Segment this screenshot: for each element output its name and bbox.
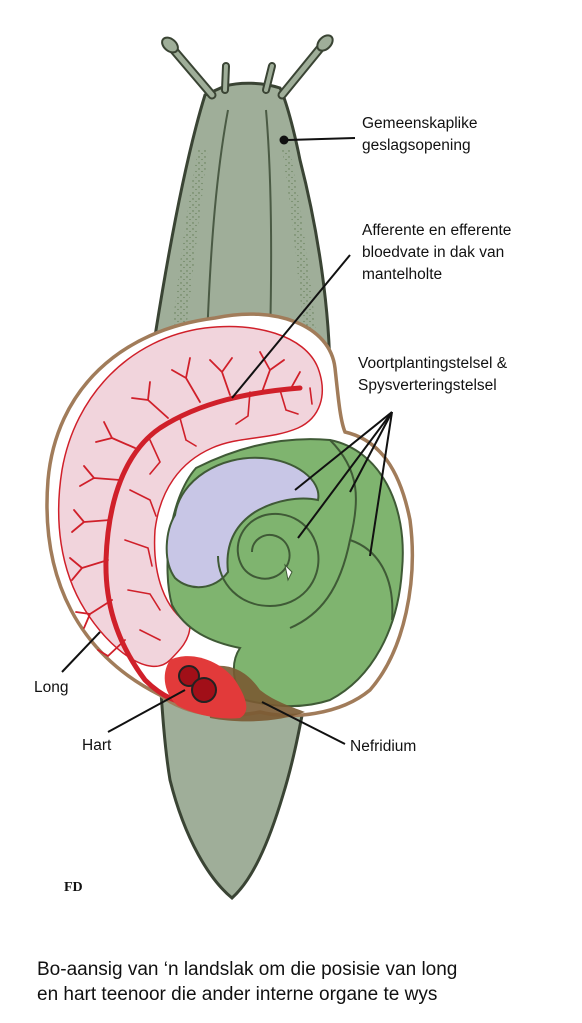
label-systems: Voortplantingstelsel & Spysverteringstel… bbox=[358, 355, 511, 394]
vessel-branch-inner bbox=[124, 417, 197, 641]
genital-opening bbox=[279, 135, 289, 145]
body-shading-right bbox=[282, 150, 316, 330]
vessel-branch bbox=[209, 351, 301, 396]
vessel-branch bbox=[79, 421, 136, 487]
leader-systems-4 bbox=[369, 411, 393, 557]
leader-systems-3 bbox=[349, 411, 393, 493]
caption-line: Bo-aansig van ‘n landslak om die posisie… bbox=[37, 959, 457, 980]
tentacle-left-short-fill bbox=[223, 64, 228, 92]
leader-systems-2 bbox=[297, 411, 393, 539]
label-lung: Long bbox=[34, 679, 68, 696]
artist-signature: FD bbox=[64, 880, 83, 895]
label-genital-opening: Gemeenskaplike geslagsopening bbox=[362, 115, 482, 154]
leader-blood-vessels bbox=[231, 254, 351, 399]
coil-notch bbox=[284, 563, 293, 582]
label-line: Voortplantingstelsel & bbox=[358, 355, 508, 372]
body-shading-left bbox=[172, 150, 208, 330]
leader-genital-opening bbox=[287, 137, 356, 141]
label-heart: Hart bbox=[82, 737, 112, 754]
label-blood-vessels: Afferente en efferente bloedvate in dak … bbox=[362, 222, 516, 283]
vessel-branch bbox=[75, 599, 126, 657]
reproductive-gland bbox=[165, 456, 320, 589]
tentacle-right-short-fill bbox=[264, 64, 274, 92]
eye-left bbox=[161, 36, 179, 54]
label-nephridium: Nefridium bbox=[350, 738, 416, 755]
leader-nephridium bbox=[261, 701, 346, 745]
blood-vessels bbox=[69, 351, 313, 708]
label-line: Spysverteringstelsel bbox=[358, 377, 497, 394]
labels: Gemeenskaplike geslagsopening Afferente … bbox=[34, 115, 516, 755]
label-line: mantelholte bbox=[362, 266, 442, 283]
label-line: geslagsopening bbox=[362, 137, 471, 154]
tentacle-right-long-fill bbox=[279, 43, 325, 98]
leader-lung bbox=[61, 631, 101, 673]
eye-right bbox=[316, 34, 334, 52]
leader-lines bbox=[61, 137, 393, 745]
caption: Bo-aansig van ‘n landslak om die posisie… bbox=[37, 959, 463, 1005]
head-groove-left bbox=[206, 109, 229, 341]
organ-spiral bbox=[217, 512, 320, 608]
heart-chamber-1 bbox=[178, 665, 200, 687]
digestive-coil-divider bbox=[349, 539, 394, 621]
vessel-main bbox=[103, 385, 303, 708]
tentacle-left-long-fill bbox=[169, 45, 215, 98]
label-line: bloedvate in dak van bbox=[362, 244, 504, 261]
label-line: Gemeenskaplike bbox=[362, 115, 477, 132]
caption-line: en hart teenoor die ander interne organe… bbox=[37, 984, 437, 1005]
head-groove-right bbox=[265, 109, 273, 341]
heart-chamber-2 bbox=[191, 677, 217, 703]
vessel-branch-inner bbox=[235, 387, 313, 425]
leader-heart bbox=[107, 689, 186, 733]
label-line: Afferente en efferente bbox=[362, 222, 511, 239]
leader-systems-1 bbox=[294, 411, 393, 491]
visceral-mass bbox=[45, 312, 414, 722]
vessel-branch bbox=[131, 357, 201, 419]
vessel-branch bbox=[69, 509, 111, 581]
